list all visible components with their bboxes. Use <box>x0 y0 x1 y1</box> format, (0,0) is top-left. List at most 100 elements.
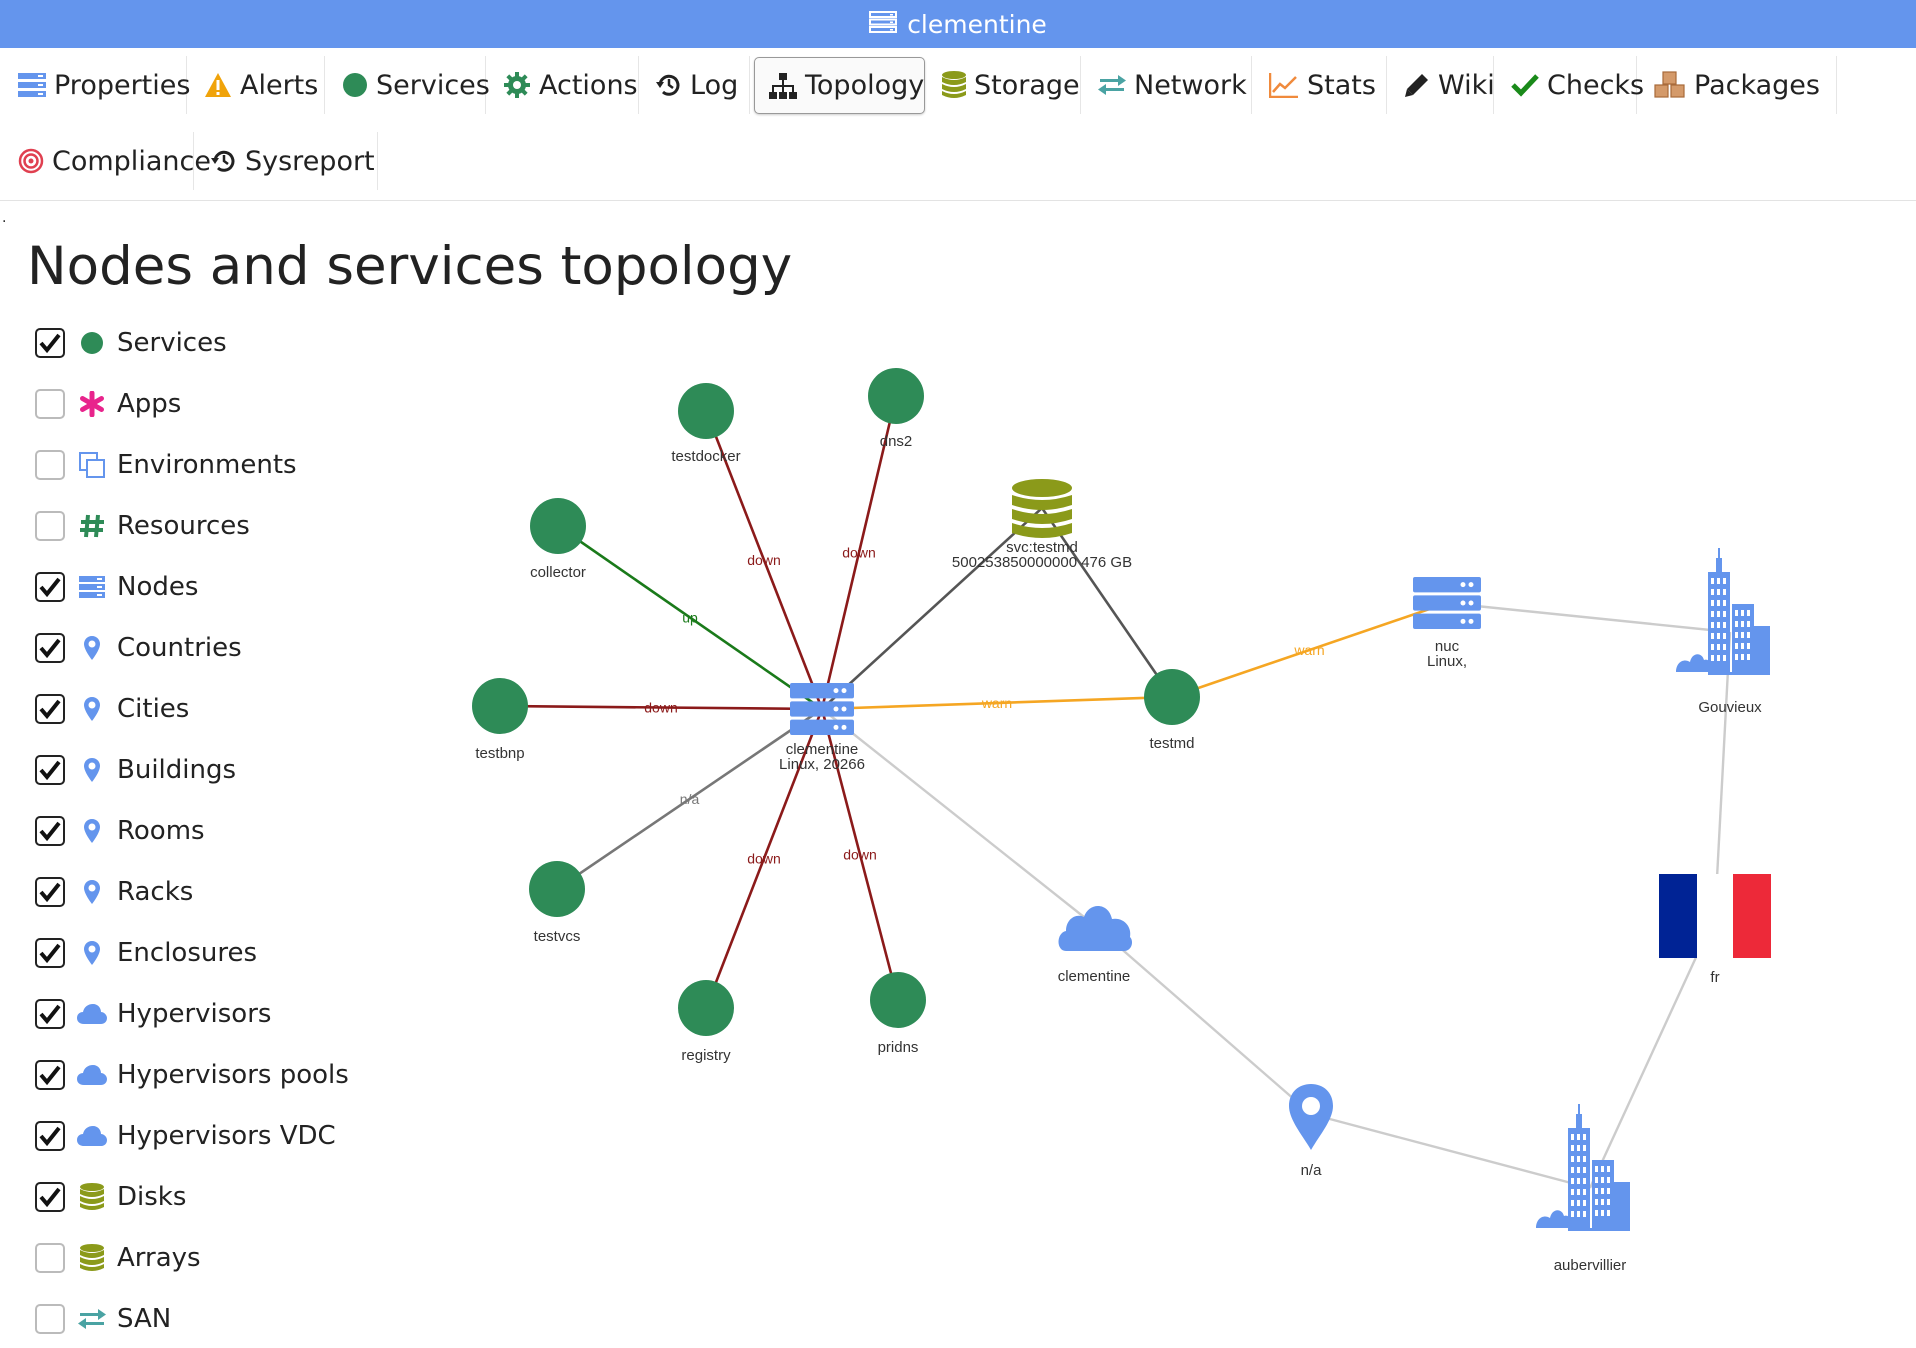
tab-log[interactable]: Log <box>642 56 750 114</box>
service-icon[interactable] <box>870 972 926 1028</box>
filter-checkbox[interactable] <box>35 389 65 419</box>
filter-label: Buildings <box>117 755 237 785</box>
database-icon[interactable] <box>1012 479 1072 538</box>
graph-node-dns2[interactable]: dns2 <box>868 368 924 450</box>
filter-checkbox[interactable] <box>35 450 65 480</box>
filter-countries[interactable]: Countries <box>35 630 242 666</box>
service-icon[interactable] <box>678 980 734 1036</box>
asterisk-icon <box>77 389 107 419</box>
filter-arrays[interactable]: Arrays <box>35 1240 201 1276</box>
tab-network[interactable]: Network <box>1084 56 1252 114</box>
filter-racks[interactable]: Racks <box>35 874 193 910</box>
edge-clementine-testmd <box>821 695 1173 711</box>
edge-clementine-dns2 <box>820 395 898 710</box>
filter-checkbox[interactable] <box>35 877 65 907</box>
city-icon[interactable] <box>1536 1104 1630 1231</box>
service-icon[interactable] <box>472 678 528 734</box>
map-marker-icon <box>77 816 107 846</box>
service-icon[interactable] <box>529 861 585 917</box>
tab-topology[interactable]: Topology <box>754 57 925 114</box>
edge-label: warn <box>981 695 1012 711</box>
map-marker-icon <box>77 877 107 907</box>
graph-node-hv[interactable]: clementine <box>1058 906 1132 985</box>
filter-checkbox[interactable] <box>35 1243 65 1273</box>
filter-checkbox[interactable] <box>35 938 65 968</box>
tab-checks[interactable]: Checks <box>1497 56 1644 114</box>
tab-alerts[interactable]: Alerts <box>190 56 325 114</box>
tab-stats[interactable]: Stats <box>1255 56 1387 114</box>
tab-properties[interactable]: Properties <box>4 56 190 114</box>
filter-resources[interactable]: Resources <box>35 508 250 544</box>
tab-wiki[interactable]: Wiki <box>1390 56 1495 114</box>
edge-clementine-testvcs <box>556 707 823 891</box>
filter-checkbox[interactable] <box>35 1060 65 1090</box>
city-icon[interactable] <box>1676 548 1770 675</box>
database-icon <box>942 69 966 101</box>
graph-node-na[interactable]: n/a <box>1289 1084 1333 1179</box>
filter-checkbox[interactable] <box>35 755 65 785</box>
graph-node-testdocker[interactable]: testdocker <box>671 383 741 465</box>
tab-bar: Properties Alerts Services Actions Log T… <box>0 48 1916 201</box>
tab-compliance[interactable]: Compliance <box>4 132 211 190</box>
filter-san[interactable]: SAN <box>35 1301 171 1337</box>
service-icon[interactable] <box>530 498 586 554</box>
filter-disks[interactable]: Disks <box>35 1179 186 1215</box>
graph-node-collector[interactable]: collector <box>530 498 586 581</box>
graph-node-gouvieux[interactable]: Gouvieux <box>1676 548 1770 716</box>
filter-services[interactable]: Services <box>35 325 227 361</box>
filter-enclosures[interactable]: Enclosures <box>35 935 257 971</box>
flag-icon[interactable] <box>1659 874 1771 958</box>
filter-environments[interactable]: Environments <box>35 447 297 483</box>
filter-buildings[interactable]: Buildings <box>35 752 236 788</box>
service-icon[interactable] <box>868 368 924 424</box>
app-title: clementine <box>907 9 1047 39</box>
tab-storage[interactable]: Storage <box>928 56 1081 114</box>
server-icon[interactable] <box>1413 577 1481 629</box>
cloud-icon[interactable] <box>1058 906 1133 951</box>
tab-services[interactable]: Services <box>328 56 490 114</box>
filter-hypervisors[interactable]: Hypervisors <box>35 996 271 1032</box>
node-label: aubervillier <box>1554 1257 1627 1274</box>
filter-apps[interactable]: Apps <box>35 386 181 422</box>
filter-checkbox[interactable] <box>35 572 65 602</box>
filter-checkbox[interactable] <box>35 1121 65 1151</box>
graph-node-testbnp[interactable]: testbnp <box>472 678 528 762</box>
tab-actions[interactable]: Actions <box>489 56 639 114</box>
edge-label: n/a <box>680 791 700 807</box>
filter-checkbox[interactable] <box>35 1304 65 1334</box>
tab-sysreport[interactable]: Sysreport <box>197 132 378 190</box>
graph-node-pridns[interactable]: pridns <box>870 972 926 1056</box>
filter-nodes[interactable]: Nodes <box>35 569 198 605</box>
filter-checkbox[interactable] <box>35 511 65 541</box>
filter-rooms[interactable]: Rooms <box>35 813 205 849</box>
server-icon[interactable] <box>790 683 854 735</box>
filter-checkbox[interactable] <box>35 816 65 846</box>
filter-cities[interactable]: Cities <box>35 691 189 727</box>
graph-node-fr[interactable]: fr <box>1659 874 1771 986</box>
cloud-icon <box>77 1060 107 1090</box>
filter-checkbox[interactable] <box>35 1182 65 1212</box>
map-marker-icon[interactable] <box>1289 1084 1333 1150</box>
filter-checkbox[interactable] <box>35 328 65 358</box>
tab-packages[interactable]: Packages <box>1640 56 1837 114</box>
filter-hypervisors-vdc[interactable]: Hypervisors VDC <box>35 1118 336 1154</box>
filter-checkbox[interactable] <box>35 999 65 1029</box>
history-icon <box>211 145 237 177</box>
filter-checkbox[interactable] <box>35 633 65 663</box>
graph-node-aubervillier[interactable]: aubervillier <box>1536 1104 1630 1274</box>
filter-label: Nodes <box>117 572 199 602</box>
graph-node-registry[interactable]: registry <box>678 980 734 1064</box>
edge-label: down <box>843 847 876 863</box>
service-icon[interactable] <box>1144 669 1200 725</box>
filter-checkbox[interactable] <box>35 694 65 724</box>
map-marker-icon <box>77 755 107 785</box>
filter-hypervisors-pools[interactable]: Hypervisors pools <box>35 1057 349 1093</box>
graph-node-testmd[interactable]: testmd <box>1144 669 1200 752</box>
service-icon[interactable] <box>678 383 734 439</box>
filter-label: Rooms <box>117 816 205 846</box>
graph-node-testvcs[interactable]: testvcs <box>529 861 585 945</box>
